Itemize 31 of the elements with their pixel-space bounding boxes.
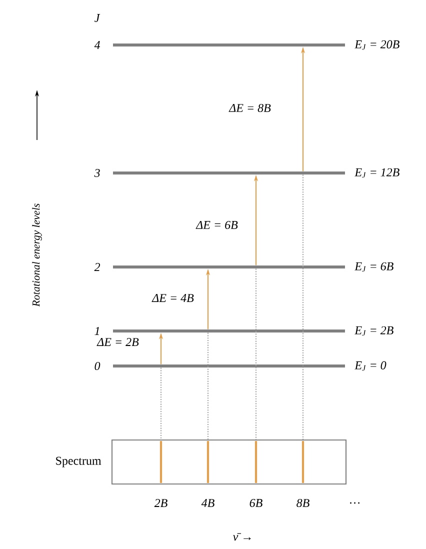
edge-label: ΔE = 8B — [228, 102, 272, 114]
axis-label: 6B — [250, 498, 262, 508]
dotted-line — [160, 368, 162, 440]
dotted-line — [207, 332, 209, 440]
axis-label: 4B — [201, 499, 214, 507]
level-number: 1 — [94, 327, 99, 335]
energy-label: E$_{J}$ = 0 — [354, 361, 386, 371]
axis-label: J — [94, 14, 100, 22]
level-number: 3 — [94, 168, 100, 178]
axis-label: 2B — [154, 499, 168, 507]
edge-label: ΔE = 6B — [194, 220, 240, 230]
energy-level-line — [113, 266, 345, 268]
edge-label: ΔE = 2B — [96, 336, 140, 348]
axis-label: Rotational energy levels — [32, 204, 42, 307]
energy-label: E$_{J}$ = 6B — [354, 262, 394, 272]
level-number: 0 — [94, 362, 100, 370]
axis-label: … — [350, 502, 360, 504]
node-label: Spectrum — [56, 456, 102, 468]
dotted-line — [255, 268, 257, 440]
axis-label: ν̄ → — [233, 533, 251, 541]
energy-label: E$_{J}$ = 20B — [354, 40, 400, 50]
level-number: 2 — [94, 263, 100, 271]
level-number: 4 — [94, 41, 100, 49]
axis-label: 8B — [296, 498, 310, 508]
dotted-line — [302, 174, 304, 440]
edge-label: ΔE = 4B — [150, 292, 196, 304]
spectrum-box: Spectrum — [56, 439, 347, 485]
energy-level-line — [113, 364, 345, 368]
energy-level-line — [113, 44, 345, 46]
energy-label: E$_{J}$ = 2B — [354, 326, 394, 336]
energy-label: E$_{J}$ = 12B — [354, 168, 400, 178]
